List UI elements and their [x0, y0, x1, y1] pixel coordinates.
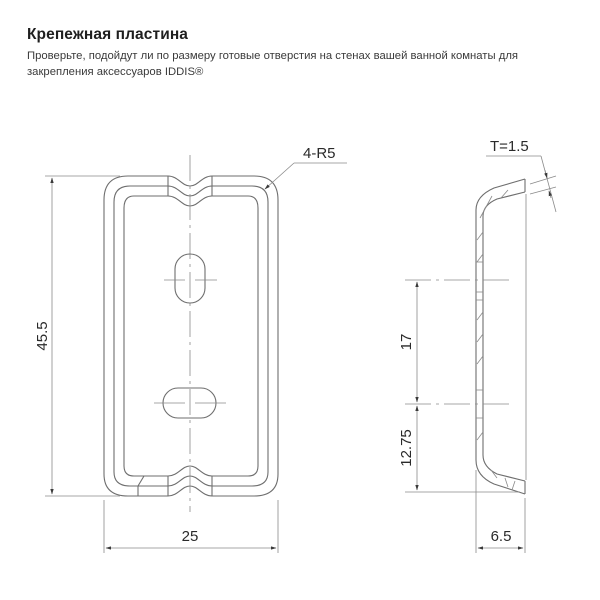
plate-middle-outline	[113, 185, 269, 487]
thickness-label: T=1.5	[490, 138, 529, 155]
side-view: 17 12.75 6.5 T=1.5	[398, 138, 557, 553]
side-outer-profile	[475, 178, 526, 495]
height-dimension-label: 45.5	[34, 321, 51, 350]
page-description: Проверьте, подойдут ли по размеру готовы…	[27, 50, 519, 78]
page-title: Крепежная пластина	[27, 26, 189, 43]
side-inner-profile	[482, 191, 526, 482]
radius-label: 4-R5	[303, 145, 336, 162]
hole-spacing-label: 17	[398, 334, 415, 351]
depth-dimension-label: 6.5	[491, 528, 512, 545]
width-dimension-label: 25	[182, 528, 199, 545]
section-hatching	[476, 189, 516, 491]
radius-leader-line	[264, 162, 295, 190]
plate-outer-outline	[103, 175, 279, 497]
vertical-slot	[174, 253, 206, 304]
plate-inner-outline	[123, 195, 259, 477]
bottom-offset-label: 12.75	[398, 429, 415, 467]
front-view: 45.5 25 4-R5	[34, 145, 347, 553]
